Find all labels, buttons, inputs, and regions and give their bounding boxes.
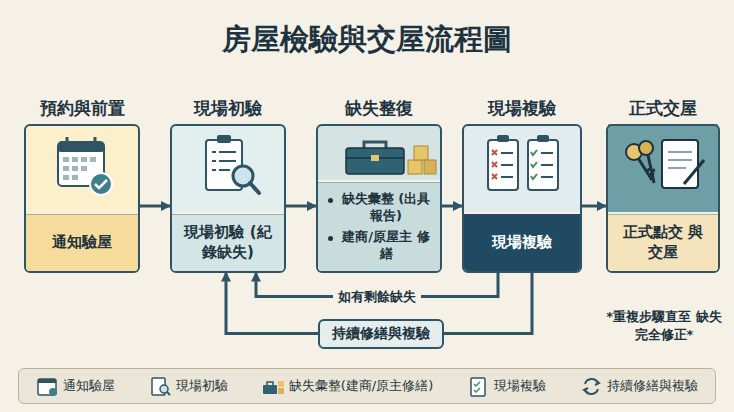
flow-arrow <box>140 205 170 208</box>
bullet-text-span: 建商/原屋主 修繕 <box>342 229 429 261</box>
legend-icon <box>149 375 171 397</box>
step-heading: 預約與前置 <box>24 96 140 124</box>
bullet-text-span: 缺失彙整 (出具報告) <box>342 191 430 223</box>
step-box: 通知驗屋 <box>24 124 140 273</box>
icon-space <box>172 126 284 214</box>
step-text: 正式點交 與交屋 <box>616 223 710 262</box>
icon-space <box>318 126 440 182</box>
icon-area <box>464 124 580 212</box>
toolbox-icon <box>346 142 436 174</box>
step-text: 現場初驗 (紀錄缺失) <box>180 223 276 262</box>
flow-arrow <box>582 205 606 208</box>
legend-icon <box>262 375 284 397</box>
legend-icon <box>467 375 489 397</box>
icon-area <box>26 124 138 212</box>
legend-text: 缺失彙整(建商/原主修繕) <box>289 377 434 395</box>
edge-label: 如有剩餘缺失 <box>333 288 421 306</box>
calendar-icon <box>58 137 112 195</box>
bullet-dot <box>328 236 333 241</box>
step-band: 現場複驗 <box>464 214 580 271</box>
step-heading: 現場複驗 <box>462 96 582 124</box>
flow-arrow <box>442 205 462 208</box>
bullet-dot <box>328 198 333 203</box>
process-step: 預約與前置通知驗屋 <box>24 96 140 273</box>
step-box: 現場複驗 <box>462 124 582 273</box>
flow-arrow <box>444 273 532 334</box>
note-text: *重複步驟直至 缺失完全修正* <box>606 308 722 343</box>
step-heading: 現場初驗 <box>170 96 286 124</box>
legend-text: 持續修繕與複驗 <box>607 377 698 395</box>
recheck-icon <box>488 135 558 190</box>
legend-icon <box>36 375 58 397</box>
keys-document-icon <box>626 140 704 188</box>
legend-icon <box>580 375 602 397</box>
step-band: 正式點交 與交屋 <box>608 214 718 271</box>
icon-area <box>608 124 718 212</box>
bullet-text: 缺失彙整 (出具報告) <box>326 191 432 225</box>
step-band: 現場初驗 (紀錄缺失) <box>172 214 284 271</box>
step-text: 現場複驗 <box>472 233 572 253</box>
process-step: 現場初驗現場初驗 (紀錄缺失) <box>170 96 286 273</box>
bullet-text: 建商/原屋主 修繕 <box>326 229 432 263</box>
icon-space <box>464 126 580 214</box>
process-step: 現場複驗現場複驗 <box>462 96 582 273</box>
step-box: 現場初驗 (紀錄缺失) <box>170 124 286 273</box>
legend-bar: 通知驗屋 現場初驗 缺失彙整(建商/原主修繕) 現場複驗 持續修繕與複驗 <box>18 368 716 404</box>
step-box: 缺失彙整 (出具報告) 建商/原屋主 修繕 <box>316 124 442 273</box>
legend-item: 缺失彙整(建商/原主修繕) <box>262 375 434 397</box>
process-step: 缺失整復缺失彙整 (出具報告) 建商/原屋主 修繕 <box>316 96 442 273</box>
icon-area <box>318 124 440 180</box>
step-band: 通知驗屋 <box>26 214 138 271</box>
step-band: 缺失彙整 (出具報告) 建商/原屋主 修繕 <box>318 182 440 271</box>
legend-item: 現場初驗 <box>149 375 228 397</box>
step-heading: 缺失整復 <box>316 96 442 124</box>
icon-space <box>608 126 718 214</box>
legend-text: 現場初驗 <box>176 377 228 395</box>
flow-arrow <box>286 205 316 208</box>
diagram-title: 房屋檢驗與交屋流程圖 <box>0 20 734 60</box>
flow-arrow <box>226 273 318 334</box>
step-text: 通知驗屋 <box>34 233 130 253</box>
process-step: 正式交屋正式點交 與交屋 <box>606 96 720 273</box>
loop-text: 持續修繕與複驗 <box>332 325 430 343</box>
icon-area <box>172 124 284 212</box>
legend-item: 持續修繕與複驗 <box>580 375 698 397</box>
step-box: 正式點交 與交屋 <box>606 124 720 273</box>
loop-box: 持續修繕與複驗 <box>318 319 444 349</box>
inspection-icon <box>206 135 259 193</box>
icon-space <box>26 126 138 214</box>
step-heading: 正式交屋 <box>606 96 720 124</box>
legend-item: 通知驗屋 <box>36 375 115 397</box>
legend-text: 通知驗屋 <box>63 377 115 395</box>
legend-text: 現場複驗 <box>494 377 546 395</box>
legend-item: 現場複驗 <box>467 375 546 397</box>
